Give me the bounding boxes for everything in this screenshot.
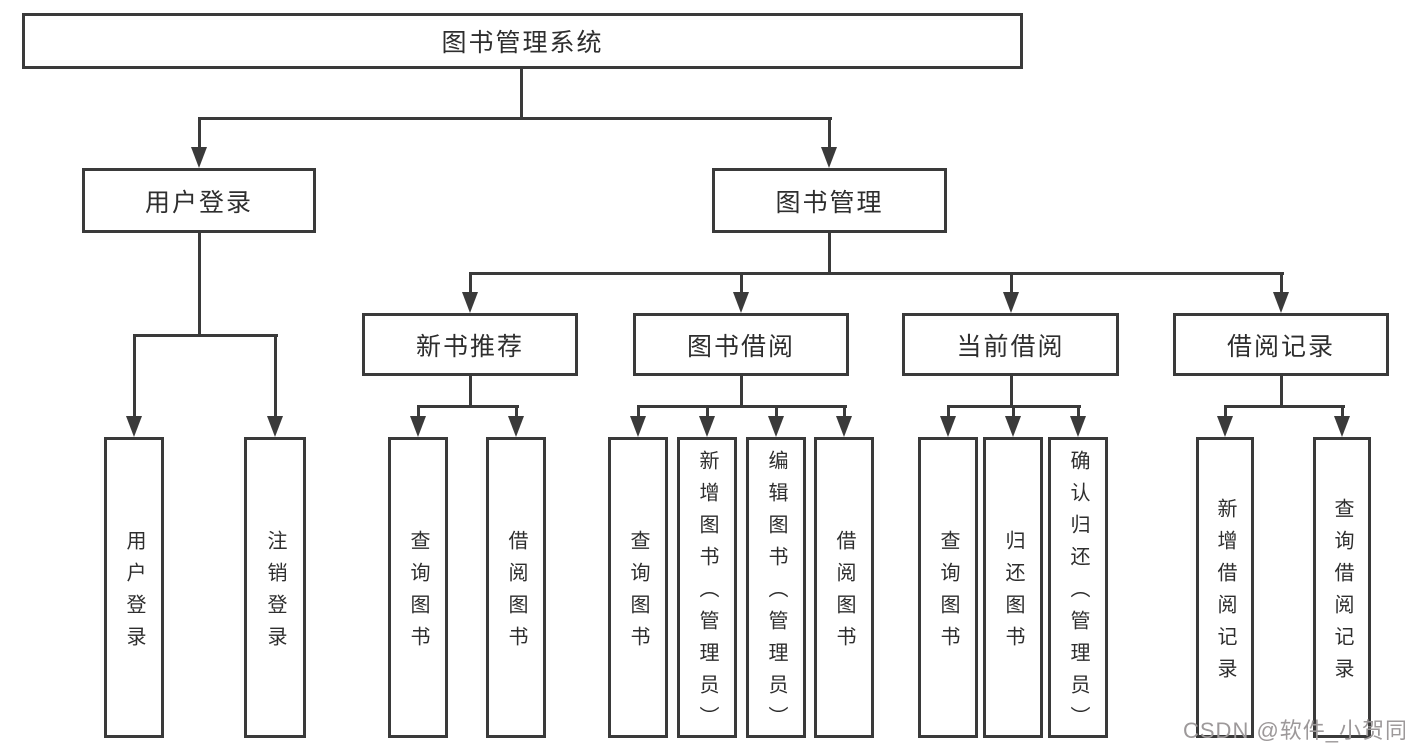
connector-shaft-book-mgmt <box>828 118 831 149</box>
node-root: 图书管理系统 <box>22 13 1023 69</box>
connector-leaf-shaft <box>843 406 846 418</box>
leaf-confirm-return-admin: 确认归还（管理员） <box>1048 437 1108 738</box>
connector-shaft-leaf-logout <box>274 335 277 418</box>
connector-leaf-shaft <box>637 406 640 418</box>
connector-leaf-shaft <box>1224 406 1227 418</box>
leaf-confirm-return-admin-label: 确认归还（管理员） <box>1067 449 1089 738</box>
leaf-user-login-label: 用户登录 <box>123 529 145 658</box>
node-book-borrowing-label: 图书借阅 <box>686 332 795 361</box>
connector-user-login-hline <box>133 334 278 337</box>
leaf-edit-books-admin-label: 编辑图书（管理员） <box>765 449 787 738</box>
connector-leaf-shaft <box>1012 406 1015 418</box>
arrowhead-down-icon <box>836 416 852 437</box>
node-book-management-label: 图书管理 <box>775 188 884 217</box>
leaf-add-books-admin-label: 新增图书（管理员） <box>696 449 718 738</box>
arrowhead-down-icon <box>1070 416 1086 437</box>
connector-group-a-hline <box>417 405 519 408</box>
connector-root-stub <box>520 69 523 118</box>
arrowhead-down-icon <box>733 292 749 313</box>
connector-borrow-records-stub <box>1280 376 1283 407</box>
leaf-query-borrow-record-label: 查询借阅记录 <box>1331 497 1353 690</box>
node-current-borrowing-label: 当前借阅 <box>956 332 1065 361</box>
leaf-add-borrow-record-label: 新增借阅记录 <box>1214 497 1236 690</box>
connector-user-login-stub <box>198 233 201 336</box>
connector-shaft-book-borrow <box>740 273 743 294</box>
node-book-borrowing: 图书借阅 <box>633 313 849 376</box>
arrowhead-down-icon <box>126 416 142 437</box>
node-user-login: 用户登录 <box>82 168 316 233</box>
leaf-logout: 注销登录 <box>244 437 306 738</box>
arrowhead-down-icon <box>410 416 426 437</box>
arrowhead-down-icon <box>940 416 956 437</box>
leaf-borrow-books-recommend: 借阅图书 <box>486 437 546 738</box>
leaf-query-borrow-record: 查询借阅记录 <box>1313 437 1371 738</box>
node-borrowing-records: 借阅记录 <box>1173 313 1389 376</box>
connector-current-borrow-stub <box>1010 376 1013 407</box>
leaf-query-books-current: 查询图书 <box>918 437 978 738</box>
connector-leaf-shaft <box>775 406 778 418</box>
leaf-query-books-recommend: 查询图书 <box>388 437 448 738</box>
leaf-borrow-books-recommend-label: 借阅图书 <box>505 529 527 658</box>
node-new-book-recommend-label: 新书推荐 <box>415 332 524 361</box>
node-root-label: 图书管理系统 <box>441 29 604 57</box>
connector-leaf-shaft <box>706 406 709 418</box>
arrowhead-down-icon <box>1334 416 1350 437</box>
connector-leaf-shaft <box>1077 406 1080 418</box>
connector-shaft-current-borrow <box>1010 273 1013 294</box>
leaf-borrow-books-borrow: 借阅图书 <box>814 437 874 738</box>
connector-group-d-hline <box>1224 405 1345 408</box>
connector-book-mgmt-stub <box>828 233 831 274</box>
arrowhead-down-icon <box>1273 292 1289 313</box>
connector-new-book-stub <box>469 376 472 407</box>
csdn-watermark: CSDN @软件_小贺同学 <box>1183 718 1405 743</box>
arrowhead-down-icon <box>768 416 784 437</box>
leaf-query-books-recommend-label: 查询图书 <box>407 529 429 658</box>
arrowhead-down-icon <box>508 416 524 437</box>
leaf-query-books-current-label: 查询图书 <box>937 529 959 658</box>
node-borrowing-records-label: 借阅记录 <box>1226 332 1335 361</box>
arrowhead-down-icon <box>821 147 837 168</box>
node-book-management: 图书管理 <box>712 168 947 233</box>
leaf-add-books-admin: 新增图书（管理员） <box>677 437 737 738</box>
node-new-book-recommend: 新书推荐 <box>362 313 578 376</box>
connector-shaft-user-login <box>198 118 201 149</box>
arrowhead-down-icon <box>1005 416 1021 437</box>
node-current-borrowing: 当前借阅 <box>902 313 1119 376</box>
connector-group-b-hline <box>637 405 847 408</box>
connector-shaft-borrow-records <box>1280 273 1283 294</box>
connector-level3-hline <box>469 272 1284 275</box>
leaf-return-books-label: 归还图书 <box>1002 529 1024 658</box>
arrowhead-down-icon <box>1003 292 1019 313</box>
leaf-edit-books-admin: 编辑图书（管理员） <box>746 437 806 738</box>
connector-shaft-new-book <box>469 273 472 294</box>
arrowhead-down-icon <box>462 292 478 313</box>
arrowhead-down-icon <box>699 416 715 437</box>
leaf-borrow-books-borrow-label: 借阅图书 <box>833 529 855 658</box>
connector-shaft-leaf-user-login <box>133 335 136 418</box>
connector-leaf-shaft <box>515 406 518 418</box>
arrowhead-down-icon <box>630 416 646 437</box>
leaf-query-books-borrow: 查询图书 <box>608 437 668 738</box>
connector-leaf-shaft <box>1341 406 1344 418</box>
arrowhead-down-icon <box>191 147 207 168</box>
connector-level1-hline <box>198 117 832 120</box>
node-user-login-label: 用户登录 <box>144 188 253 217</box>
connector-book-borrow-stub <box>740 376 743 407</box>
connector-leaf-shaft <box>947 406 950 418</box>
leaf-return-books: 归还图书 <box>983 437 1043 738</box>
leaf-query-books-borrow-label: 查询图书 <box>627 529 649 658</box>
arrowhead-down-icon <box>267 416 283 437</box>
leaf-logout-label: 注销登录 <box>264 529 286 658</box>
leaf-add-borrow-record: 新增借阅记录 <box>1196 437 1254 738</box>
arrowhead-down-icon <box>1217 416 1233 437</box>
connector-leaf-shaft <box>417 406 420 418</box>
leaf-user-login: 用户登录 <box>104 437 164 738</box>
